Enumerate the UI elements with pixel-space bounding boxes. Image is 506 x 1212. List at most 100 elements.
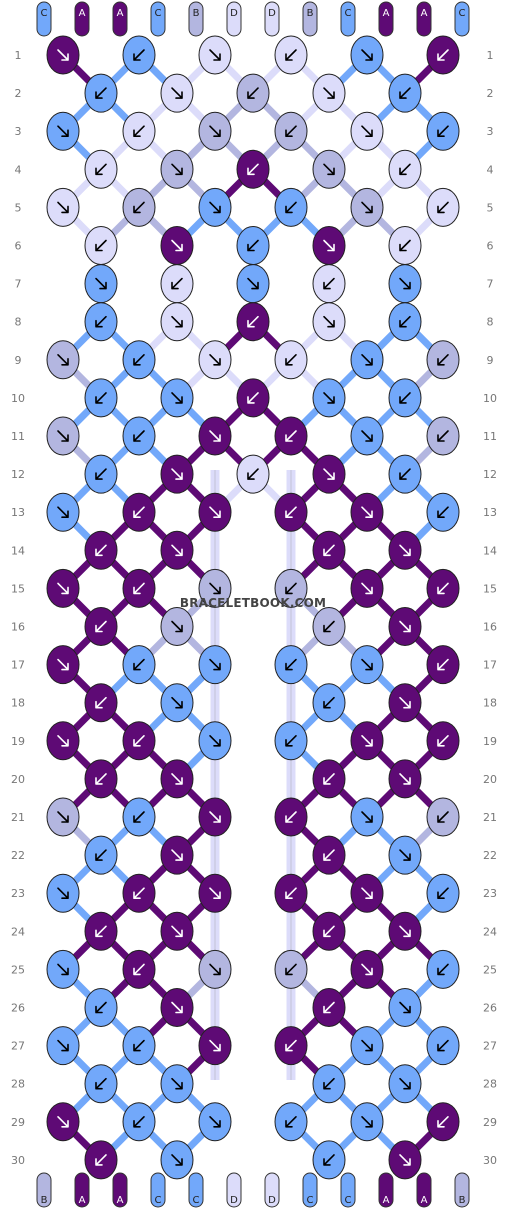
knot [122, 797, 156, 837]
knot-arrow-icon [57, 1039, 69, 1052]
knot-arrow-icon [209, 354, 221, 366]
knot [388, 835, 422, 875]
row-number-left: 11 [11, 430, 25, 443]
top-strand [74, 1, 90, 37]
knot [274, 416, 308, 456]
knot [160, 607, 194, 646]
knot [388, 530, 422, 570]
row-number-right: 17 [483, 659, 497, 672]
bottom-strand-label: A [79, 1195, 86, 1206]
knot-arrow-icon [285, 582, 297, 595]
knot [46, 873, 80, 913]
row-number-left: 10 [11, 392, 25, 405]
knot [426, 949, 460, 989]
row-number-left: 22 [11, 849, 25, 862]
knot [236, 149, 270, 189]
knot-arrow-icon [361, 582, 373, 595]
knot-arrow-icon [323, 87, 335, 99]
knot [388, 149, 422, 189]
knot [84, 302, 118, 342]
bottom-strand [454, 1172, 470, 1208]
bottom-strand-label: A [383, 1195, 390, 1206]
knot [84, 378, 118, 418]
knot [122, 492, 156, 532]
knot-arrow-icon [361, 354, 373, 366]
knot-arrow-icon [57, 506, 69, 518]
row-number-left: 19 [11, 735, 25, 748]
knot [312, 302, 346, 342]
knot [236, 73, 270, 113]
knot [46, 187, 80, 227]
watermark: BRACELETBOOK.COM [179, 596, 327, 610]
knot [46, 492, 80, 532]
row-number-right: 14 [483, 544, 497, 557]
knot [350, 187, 384, 227]
knot [312, 1064, 346, 1104]
knot-arrow-icon [437, 887, 449, 899]
knot [198, 492, 232, 532]
knot [426, 797, 460, 837]
knot [274, 645, 308, 685]
knot [46, 568, 80, 608]
knot [84, 911, 118, 951]
knot [198, 187, 232, 227]
knot [160, 1064, 194, 1104]
row-number-left: 1 [15, 49, 22, 62]
knot-arrow-icon [285, 811, 297, 823]
knot-arrow-icon [57, 354, 69, 366]
knot [46, 645, 80, 685]
knot [160, 226, 194, 265]
knot [426, 1026, 460, 1066]
knot [122, 873, 156, 913]
knot-arrow-icon [95, 1001, 107, 1014]
knot [388, 264, 422, 304]
bottom-strand-label: A [421, 1195, 428, 1206]
knot [122, 949, 156, 989]
row-number-left: 18 [11, 697, 25, 710]
knot-arrow-icon [437, 658, 449, 671]
bottom-strand-label: B [459, 1195, 466, 1206]
bottom-strand [264, 1172, 280, 1208]
knot-arrow-icon [171, 1001, 183, 1014]
knot [388, 683, 422, 723]
bottom-strand-label: C [155, 1195, 162, 1206]
knot [274, 797, 308, 837]
knot-arrow-icon [361, 735, 373, 747]
knot-arrow-icon [95, 239, 107, 252]
bottom-strand-label: D [230, 1195, 238, 1206]
row-number-left: 24 [11, 925, 25, 938]
knot [426, 1102, 460, 1142]
knot [198, 568, 232, 608]
knot-arrow-icon [399, 849, 411, 861]
row-number-right: 3 [487, 125, 494, 138]
row-number-right: 28 [483, 1078, 497, 1091]
knot-arrow-icon [133, 125, 145, 137]
knot-arrow-icon [437, 506, 449, 518]
knot [426, 645, 460, 685]
knot [84, 1140, 118, 1180]
knot-arrow-icon [133, 201, 145, 214]
knot [312, 149, 346, 189]
knot-arrow-icon [247, 468, 259, 480]
knot [350, 340, 384, 380]
knot [312, 759, 346, 799]
knot [84, 988, 118, 1027]
knot-arrow-icon [247, 239, 259, 252]
knot-arrow-icon [95, 392, 107, 404]
knot-arrow-icon [57, 430, 69, 442]
top-strand [264, 1, 280, 37]
bottom-strand-label: C [193, 1195, 200, 1206]
knot [46, 1026, 80, 1066]
knot-arrow-icon [95, 163, 107, 176]
knot [160, 149, 194, 189]
knot [388, 226, 422, 265]
knot-arrow-icon [171, 1077, 183, 1090]
knot [198, 949, 232, 989]
top-strand-label: C [41, 8, 48, 19]
row-number-right: 7 [487, 278, 494, 291]
knot-arrow-icon [437, 1039, 449, 1052]
knot-arrow-icon [285, 735, 297, 747]
knot-arrow-icon [361, 811, 373, 823]
row-number-left: 8 [15, 316, 22, 329]
row-number-right: 9 [487, 354, 494, 367]
